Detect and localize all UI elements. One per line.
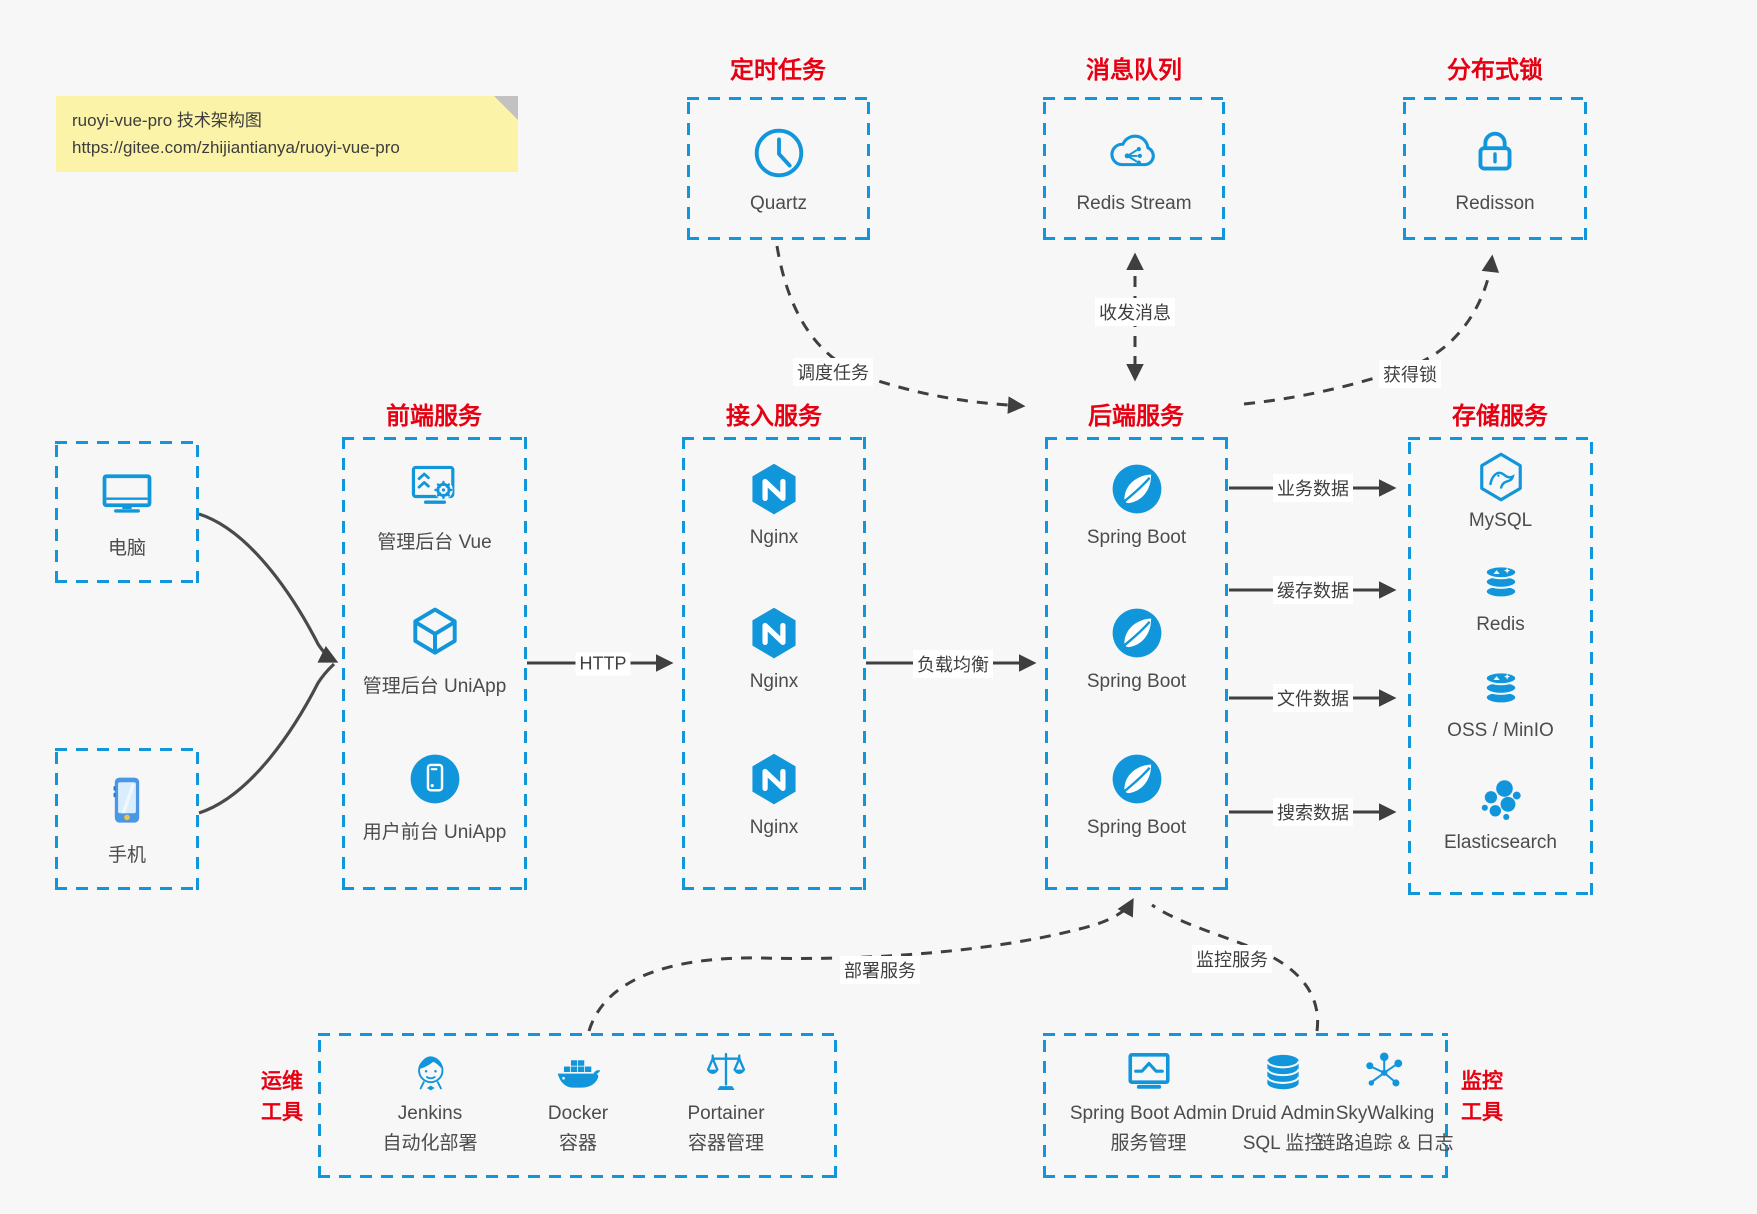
portainer-icon — [701, 1047, 751, 1097]
redisson-label: Redisson — [1455, 193, 1535, 214]
edge-search-data-label: 搜索数据 — [1273, 798, 1353, 826]
group-title-frontend: 前端服务 — [386, 403, 482, 430]
spring-boot-icon — [1107, 749, 1167, 809]
edge-pc-frontend-line — [198, 512, 339, 663]
ops-tools-box: Jenkins 自动化部署 Docker 容器 Portainer 容器管理 — [318, 1033, 837, 1178]
monitor-item-sba: Spring Boot Admin 服务管理 — [1051, 1033, 1246, 1178]
group-title-storage: 存储服务 — [1452, 403, 1548, 430]
group-title-scheduled-jobs: 定时任务 — [730, 57, 826, 84]
redis-stream-node: Redis Stream — [1043, 97, 1225, 240]
clock-icon — [748, 122, 810, 184]
storage-group-box: MySQL Redis OSS / MinIO Elasticsearch — [1408, 437, 1593, 895]
mobile-client-node: 手机 — [55, 748, 199, 890]
spring-boot-item-2: Spring Boot — [1045, 603, 1228, 693]
uniapp-cube-icon — [405, 603, 465, 663]
mobile-client-label: 手机 — [107, 845, 146, 866]
quartz-label: Quartz — [749, 193, 808, 214]
desktop-icon — [97, 464, 157, 524]
frontend-item-vue: 管理后台 Vue — [342, 459, 527, 554]
redis-stream-label: Redis Stream — [1076, 193, 1192, 214]
nginx-item-2: Nginx — [682, 603, 866, 693]
note-url: https://gitee.com/zhijiantianya/ruoyi-vu… — [72, 138, 400, 158]
edge-lock-line — [1243, 254, 1500, 406]
pc-client-node: 电脑 — [55, 441, 199, 583]
storage-item-elasticsearch: Elasticsearch — [1408, 771, 1593, 854]
spring-boot-item-3: Spring Boot — [1045, 749, 1228, 839]
spring-boot-item-1: Spring Boot — [1045, 459, 1228, 549]
gateway-group-box: Nginx Nginx Nginx — [682, 437, 866, 890]
edge-message-label: 收发消息 — [1095, 298, 1175, 326]
monitor-tools-box: Spring Boot Admin 服务管理 Druid Admin SQL 监… — [1043, 1033, 1454, 1178]
nginx-icon — [744, 749, 804, 809]
edge-cache-data-label: 缓存数据 — [1273, 576, 1353, 604]
edge-business-data-label: 业务数据 — [1273, 474, 1353, 502]
group-title-ops-tools: 运维 工具 — [261, 1070, 303, 1124]
vue-admin-icon — [405, 459, 465, 519]
ops-item-docker: Docker 容器 — [503, 1033, 653, 1178]
pc-client-label: 电脑 — [107, 538, 146, 559]
storage-item-oss-minio: OSS / MinIO — [1408, 659, 1593, 742]
redis-icon — [1473, 553, 1529, 609]
lock-icon — [1464, 122, 1526, 184]
spring-boot-admin-icon — [1124, 1047, 1174, 1097]
spring-boot-icon — [1107, 603, 1167, 663]
note-title: ruoyi-vue-pro 技术架构图 — [72, 111, 262, 130]
group-title-monitor-tools: 监控 工具 — [1461, 1070, 1503, 1124]
edge-schedule-label: 调度任务 — [793, 358, 873, 386]
nginx-icon — [744, 459, 804, 519]
redisson-node: Redisson — [1403, 97, 1587, 240]
edge-load-balance-label: 负载均衡 — [913, 650, 993, 678]
group-title-gateway: 接入服务 — [726, 403, 822, 430]
edge-http-label: HTTP — [575, 652, 631, 676]
group-title-backend: 后端服务 — [1088, 403, 1184, 430]
jenkins-icon — [405, 1047, 455, 1097]
spring-boot-icon — [1107, 459, 1167, 519]
nginx-item-3: Nginx — [682, 749, 866, 839]
sticky-note: ruoyi-vue-pro 技术架构图 https://gitee.com/zh… — [56, 96, 518, 173]
frontend-item-admin-uniapp: 管理后台 UniApp — [342, 603, 527, 698]
group-title-message-queue: 消息队列 — [1086, 57, 1182, 84]
mysql-icon — [1473, 449, 1529, 505]
ops-item-jenkins: Jenkins 自动化部署 — [355, 1033, 505, 1178]
mobile-icon — [97, 771, 157, 831]
edge-phone-frontend-line — [198, 662, 336, 815]
druid-icon — [1258, 1047, 1308, 1097]
edge-file-data-label: 文件数据 — [1273, 684, 1353, 712]
edge-lock-label: 获得锁 — [1379, 360, 1441, 388]
frontend-item-user-uniapp: 用户前台 UniApp — [342, 749, 527, 844]
note-fold-corner — [494, 96, 518, 120]
storage-item-redis: Redis — [1408, 553, 1593, 636]
uniapp-user-icon — [405, 749, 465, 809]
frontend-group-box: 管理后台 Vue 管理后台 UniApp 用户前台 UniApp — [342, 437, 527, 890]
monitor-item-druid: Druid Admin SQL 监控 — [1218, 1033, 1348, 1178]
group-title-distributed-lock: 分布式锁 — [1447, 57, 1543, 84]
storage-item-mysql: MySQL — [1408, 449, 1593, 532]
nginx-item-1: Nginx — [682, 459, 866, 549]
elasticsearch-icon — [1473, 771, 1529, 827]
quartz-node: Quartz — [687, 97, 870, 240]
monitor-item-skywalking: SkyWalking 链路追踪 & 日志 — [1310, 1033, 1460, 1178]
skywalking-icon — [1360, 1047, 1410, 1097]
oss-minio-icon — [1473, 659, 1529, 715]
ops-item-portainer: Portainer 容器管理 — [651, 1033, 801, 1178]
backend-group-box: Spring Boot Spring Boot Spring Boot — [1045, 437, 1228, 890]
nginx-icon — [744, 603, 804, 663]
cloud-mq-icon — [1103, 122, 1165, 184]
edge-monitor-label: 监控服务 — [1192, 945, 1272, 973]
edge-deploy-label: 部署服务 — [840, 956, 920, 984]
docker-icon — [553, 1047, 603, 1097]
